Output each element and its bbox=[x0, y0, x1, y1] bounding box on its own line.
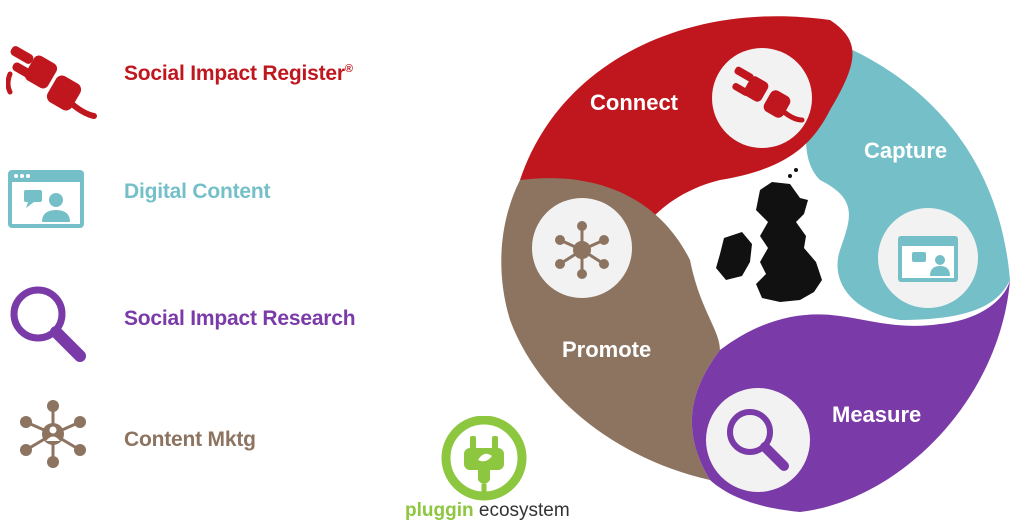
segment-label-measure: Measure bbox=[832, 402, 921, 427]
plug-icon bbox=[732, 66, 805, 123]
network-icon bbox=[555, 221, 609, 279]
magnifier-icon bbox=[10, 286, 86, 362]
legend-label-content-mktg: Content Mktg bbox=[124, 428, 256, 451]
plug-leaf-icon bbox=[464, 436, 504, 496]
measure-icon-disc bbox=[706, 388, 810, 492]
video-call-icon bbox=[8, 170, 84, 228]
uk-map-icon bbox=[716, 168, 822, 302]
video-call-icon bbox=[898, 236, 958, 282]
logo-wordmark: pluggin ecosystem bbox=[405, 500, 570, 521]
legend-label-research: Social Impact Research bbox=[124, 307, 356, 330]
segment-label-connect: Connect bbox=[590, 90, 679, 115]
magnifier-icon bbox=[727, 409, 789, 471]
legend-label-register: Social Impact Register® bbox=[124, 62, 353, 85]
segment-label-capture: Capture bbox=[864, 138, 947, 163]
segment-label-promote: Promote bbox=[562, 337, 651, 362]
legend-label-digital-content: Digital Content bbox=[124, 180, 271, 203]
plug-icon bbox=[6, 46, 97, 119]
network-icon bbox=[20, 400, 86, 468]
pluggin-logo bbox=[441, 416, 527, 501]
